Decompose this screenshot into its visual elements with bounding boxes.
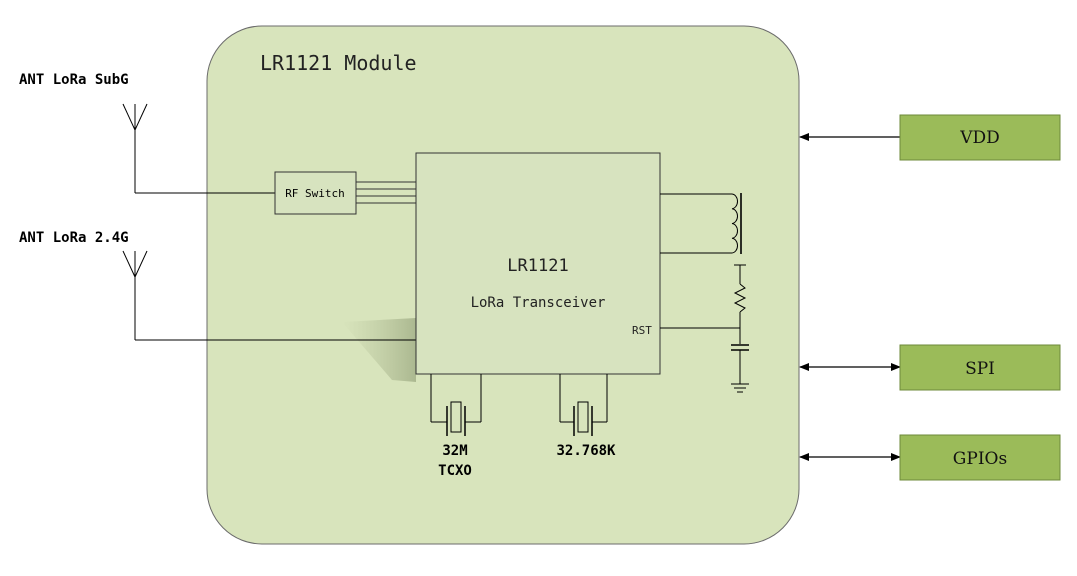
vdd-label: VDD bbox=[959, 128, 1000, 148]
tcxo-crystal-icon bbox=[430, 374, 482, 436]
spi-box bbox=[899, 344, 1061, 391]
chip-box bbox=[415, 152, 661, 375]
antenna-subg-icon bbox=[122, 103, 148, 193]
gpios-box bbox=[899, 434, 1061, 481]
vdd-box bbox=[899, 114, 1061, 161]
rf-switch-label: RF Switch bbox=[285, 187, 345, 200]
chip-name: LR1121 bbox=[507, 256, 568, 276]
rf-switch-box bbox=[274, 171, 357, 215]
antenna-24g-label: ANT LoRa 2.4G bbox=[19, 230, 129, 246]
xtal-32k-icon bbox=[559, 374, 608, 436]
chip-subtitle: LoRa Transceiver bbox=[471, 295, 606, 311]
capacitor-icon bbox=[731, 344, 749, 384]
resistor-icon bbox=[733, 264, 747, 344]
chip-shadow bbox=[342, 318, 416, 382]
ground-icon bbox=[731, 383, 749, 393]
rf-switch-lines bbox=[356, 181, 416, 204]
inductor-icon bbox=[660, 193, 742, 254]
spi-label: SPI bbox=[965, 359, 995, 379]
module-title: LR1121 Module bbox=[260, 51, 417, 75]
tcxo-freq-label: 32M bbox=[442, 443, 467, 459]
xtal-32k-label: 32.768K bbox=[556, 443, 616, 459]
gpios-label: GPIOs bbox=[953, 449, 1007, 469]
antenna-subg-label: ANT LoRa SubG bbox=[19, 72, 129, 88]
chip-rst-label: RST bbox=[632, 324, 652, 337]
tcxo-type-label: TCXO bbox=[438, 463, 472, 479]
antenna-24g-icon bbox=[122, 250, 148, 340]
